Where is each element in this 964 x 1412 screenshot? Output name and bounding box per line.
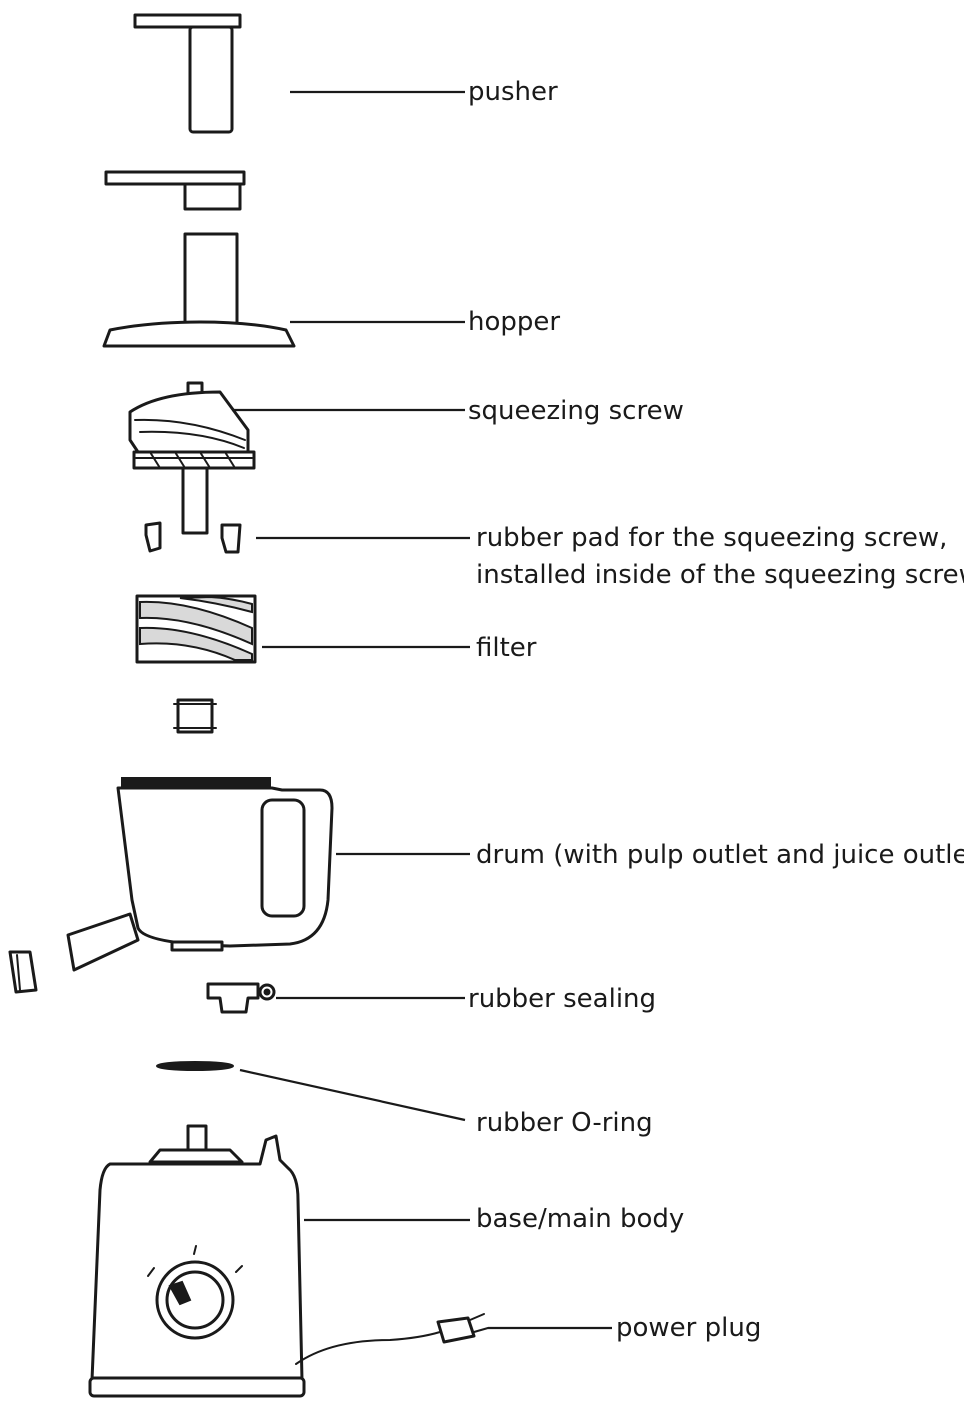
label-rubber-pad-line2: installed inside of the squeezing screw [476,560,964,590]
rubber-pad-part [144,521,242,554]
label-drum: drum (with pulp outlet and juice outlet) [476,840,964,870]
rubber-o-ring-leader [239,1068,466,1122]
label-power-plug: power plug [616,1313,761,1343]
hopper-part [102,170,296,348]
squeezing-screw-part [128,381,256,535]
filter-seal-part [173,698,217,734]
label-rubber-sealing: rubber sealing [468,984,656,1014]
label-base: base/main body [476,1204,684,1234]
label-pusher: pusher [468,77,558,107]
rubber-o-ring-part [156,1061,234,1071]
label-rubber-pad-line1: rubber pad for the squeezing screw, [476,523,947,553]
rubber-sealing-part [206,982,276,1014]
base-part [88,1124,489,1398]
label-hopper: hopper [468,307,560,337]
label-squeezing-screw: squeezing screw [468,396,684,426]
filter-part [135,594,257,664]
pusher-part [133,13,242,134]
label-filter: filter [476,633,537,663]
drum-part [8,777,334,994]
label-rubber-o-ring: rubber O-ring [476,1108,653,1138]
